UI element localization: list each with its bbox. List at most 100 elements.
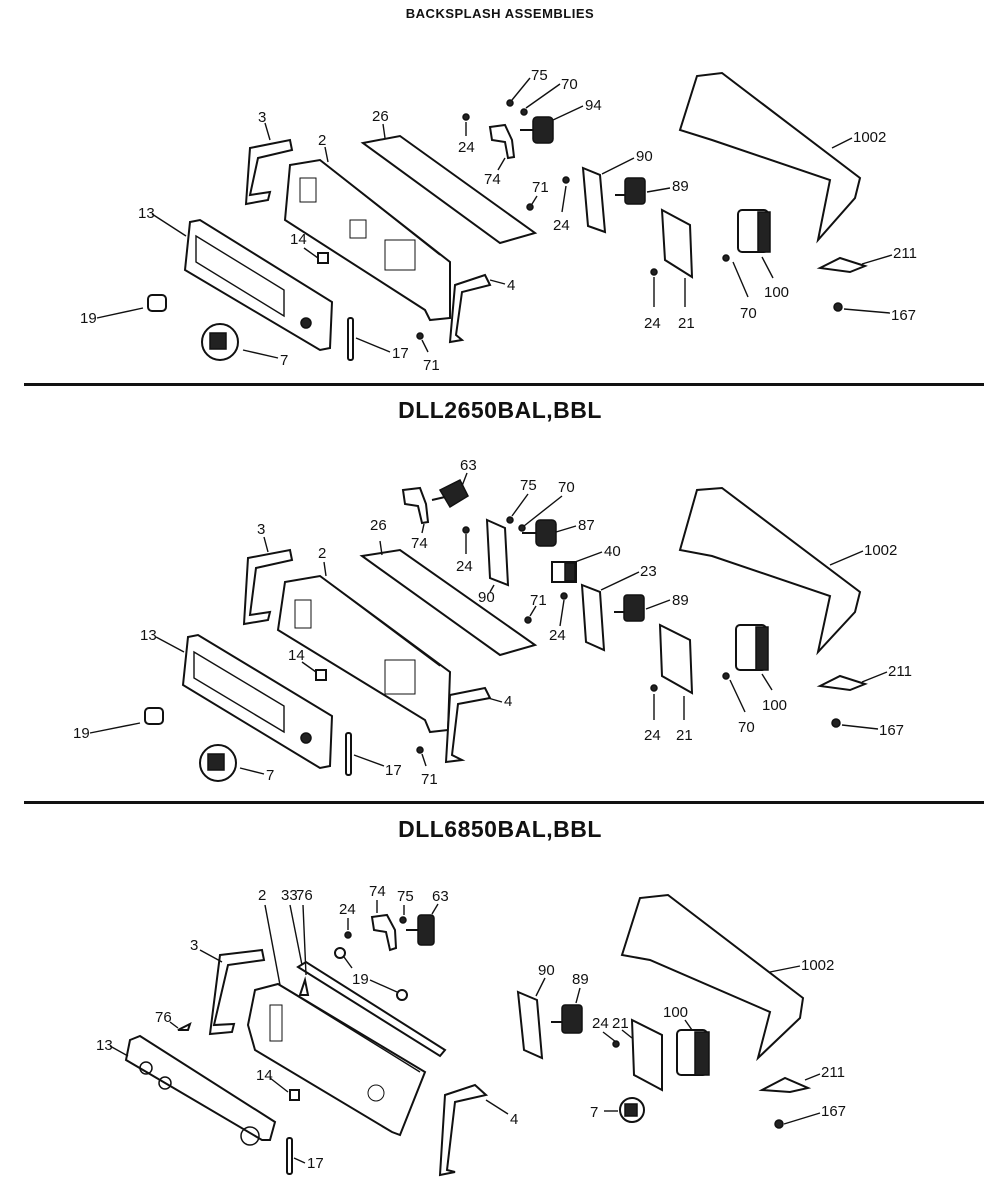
callout: 19 — [73, 722, 141, 742]
page-title: BACKSPLASH ASSEMBLIES — [405, 6, 595, 21]
callout: 94 — [552, 97, 602, 121]
svg-text:1002: 1002 — [801, 957, 834, 974]
svg-text:89: 89 — [672, 178, 689, 195]
callout: 33 — [281, 887, 303, 966]
part-mounting-plate — [485, 518, 510, 587]
svg-text:100: 100 — [663, 1004, 688, 1021]
callout: 75 — [397, 888, 414, 915]
part-switch — [520, 116, 554, 144]
callout: 26 — [372, 108, 389, 139]
part-hinge-bracket — [758, 1076, 812, 1094]
callout: 63 — [431, 888, 449, 915]
callout: 1002 — [829, 542, 897, 566]
callout: 70 — [732, 261, 757, 322]
part-timer-bracket — [658, 623, 694, 695]
section-divider — [24, 801, 984, 804]
callout: 70 — [523, 479, 575, 527]
part-clip — [177, 976, 310, 1101]
callout: 7 — [590, 1104, 618, 1121]
svg-text:90: 90 — [538, 962, 555, 979]
callout: 13 — [96, 1037, 129, 1057]
diagram-section-1: 3 2 26 24 75 70 94 74 90 89 71 24 1002 1… — [80, 67, 917, 374]
part-backsplash-cover — [678, 71, 862, 244]
svg-text:167: 167 — [879, 722, 904, 739]
svg-text:167: 167 — [891, 307, 916, 324]
callout: 90 — [601, 148, 653, 175]
callout: 4 — [489, 277, 515, 294]
part-switch — [522, 519, 557, 547]
callout: 211 — [861, 663, 912, 683]
part-bracket — [488, 123, 516, 160]
svg-text:33: 33 — [281, 887, 298, 904]
svg-text:4: 4 — [504, 693, 512, 710]
svg-text:74: 74 — [369, 883, 386, 900]
svg-text:63: 63 — [432, 888, 449, 905]
svg-text:74: 74 — [411, 535, 428, 552]
callout: 7 — [239, 767, 274, 784]
part-control-panel-faceplate — [124, 1034, 277, 1146]
callout: 13 — [140, 627, 185, 653]
svg-text:74: 74 — [484, 171, 501, 188]
svg-text:2: 2 — [318, 545, 326, 562]
callout: 70 — [525, 76, 578, 109]
callout: 14 — [256, 1067, 289, 1093]
callout: 76 — [155, 1009, 179, 1029]
part-light-bar — [345, 732, 352, 776]
callout: 3 — [258, 109, 271, 141]
callout: 74 — [484, 157, 506, 188]
svg-text:75: 75 — [397, 888, 414, 905]
part-hinge-bracket — [816, 256, 868, 274]
callout: 2 — [258, 887, 281, 986]
callout: 24 — [456, 534, 473, 575]
callout: 13 — [138, 205, 187, 237]
diagram-section-3: 2 33 76 24 74 75 63 3 19 1002 90 89 24 2… — [96, 883, 846, 1177]
callout: 24 — [592, 1015, 617, 1043]
svg-text:70: 70 — [558, 479, 575, 496]
part-backsplash-cover — [678, 486, 862, 656]
callout: 75 — [511, 67, 548, 101]
svg-text:211: 211 — [821, 1064, 845, 1081]
part-timer-knob — [201, 323, 239, 361]
svg-text:17: 17 — [307, 1155, 324, 1172]
callout: 167 — [843, 307, 916, 324]
svg-text:100: 100 — [764, 284, 789, 301]
part-mounting-plate — [581, 166, 607, 234]
svg-text:71: 71 — [530, 592, 547, 609]
callout: 23 — [600, 563, 657, 591]
callout: 75 — [511, 477, 537, 517]
part-knob — [334, 947, 408, 1001]
callout: 21 — [676, 696, 693, 744]
svg-text:4: 4 — [507, 277, 515, 294]
svg-text:26: 26 — [370, 517, 387, 534]
svg-text:24: 24 — [592, 1015, 609, 1032]
part-mounting-plate — [516, 990, 544, 1060]
callout: 24 — [549, 599, 566, 644]
callout: 19 — [343, 956, 398, 993]
callout: 1002 — [831, 129, 886, 149]
svg-text:211: 211 — [893, 245, 917, 262]
part-trim-strip — [296, 960, 447, 1058]
svg-text:24: 24 — [549, 627, 566, 644]
svg-text:71: 71 — [532, 179, 549, 196]
part-switch — [615, 177, 646, 205]
svg-text:75: 75 — [531, 67, 548, 84]
svg-text:19: 19 — [73, 725, 90, 742]
callout: 74 — [411, 523, 428, 552]
callout: 2 — [318, 545, 327, 577]
callout: 70 — [729, 679, 755, 736]
part-screw — [416, 516, 841, 754]
part-switch — [614, 594, 645, 622]
part-end-cap-right — [438, 1083, 489, 1177]
svg-text:70: 70 — [738, 719, 755, 736]
part-timer — [676, 1029, 710, 1076]
callout: 71 — [421, 753, 438, 788]
callout: 74 — [369, 883, 386, 913]
part-control-panel-housing — [246, 982, 427, 1137]
svg-text:76: 76 — [155, 1009, 172, 1026]
callout: 40 — [574, 543, 621, 563]
svg-text:89: 89 — [572, 971, 589, 988]
callout: 17 — [355, 337, 409, 362]
part-bracket — [370, 913, 398, 952]
svg-text:19: 19 — [352, 971, 369, 988]
part-top-trim-strip — [359, 548, 538, 657]
